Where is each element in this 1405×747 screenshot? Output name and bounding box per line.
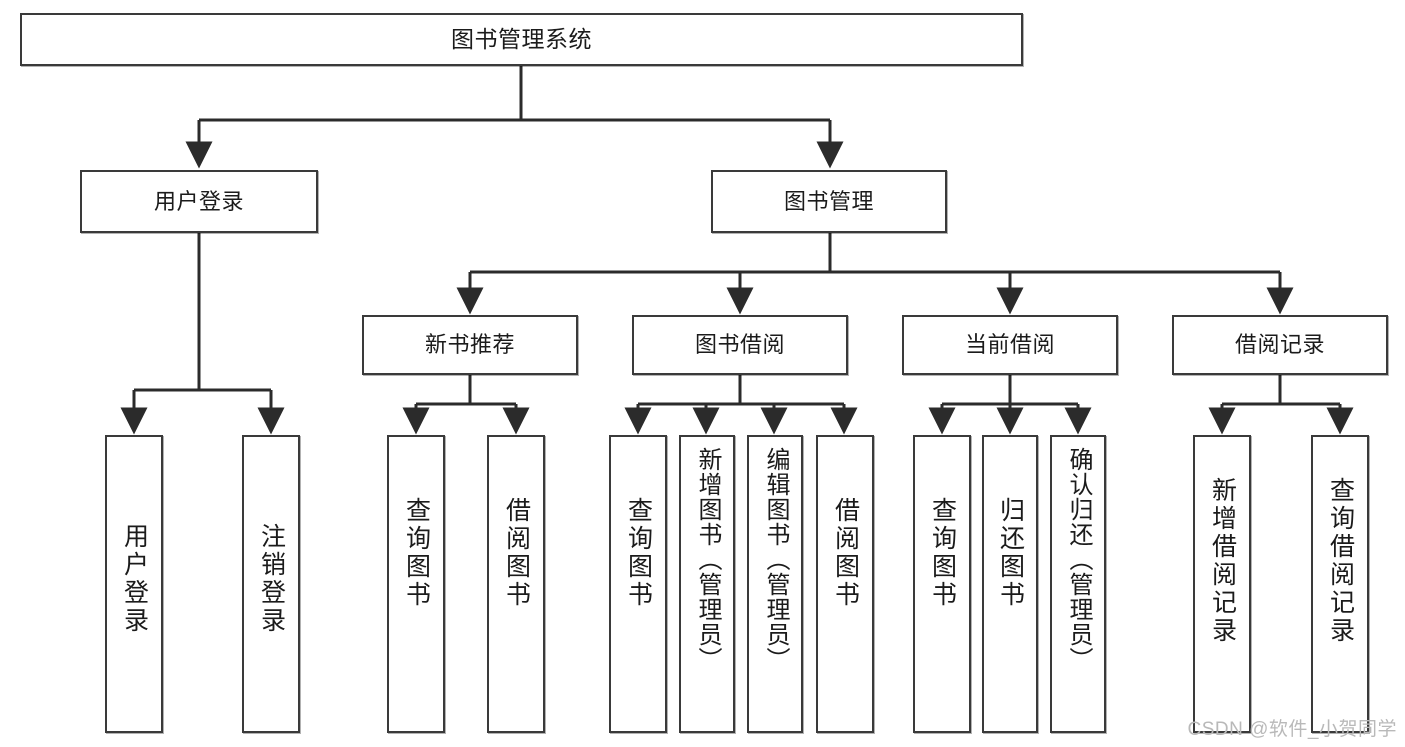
node-label: 当前借阅 [964,332,1055,358]
node-book-borrowing[interactable]: 图书借阅 [632,315,848,375]
node-borrowing-record[interactable]: 借阅记录 [1172,315,1388,375]
leaf-nbr-query-book[interactable]: 查询图书 [387,435,445,733]
leaf-bb-query-book[interactable]: 查询图书 [609,435,667,733]
node-label: 归还图书 [996,497,1025,609]
node-root-book-management-system[interactable]: 图书管理系统 [20,13,1023,66]
csdn-watermark: CSDN @软件_小贺同学 [1187,719,1397,740]
leaf-br-add-borrow-record[interactable]: 新增借阅记录 [1193,435,1251,733]
leaf-cb-confirm-return-admin[interactable]: 确认归还（管理员） [1050,435,1106,733]
node-label: 查询图书 [928,497,957,609]
leaf-cb-return-book[interactable]: 归还图书 [982,435,1038,733]
node-user-login[interactable]: 用户登录 [80,170,318,233]
node-label: 新增借阅记录 [1208,477,1237,645]
node-current-borrowing[interactable]: 当前借阅 [902,315,1118,375]
node-label: 查询借阅记录 [1326,477,1355,645]
node-book-management[interactable]: 图书管理 [711,170,947,233]
leaf-user-login[interactable]: 用户登录 [105,435,163,733]
leaf-br-query-borrow-record[interactable]: 查询借阅记录 [1311,435,1369,733]
leaf-bb-borrow-book[interactable]: 借阅图书 [816,435,874,733]
node-label: 借阅图书 [831,497,860,609]
leaf-nbr-borrow-book[interactable]: 借阅图书 [487,435,545,733]
node-label: 图书管理 [783,188,874,214]
node-label: 查询图书 [624,497,653,609]
node-label: 注销登录 [257,523,286,635]
node-label: 编辑图书（管理员） [762,447,789,672]
node-label: 新书推荐 [424,332,515,358]
node-label: 确认归还（管理员） [1065,447,1092,672]
leaf-bb-edit-book-admin[interactable]: 编辑图书（管理员） [747,435,803,733]
node-label: 图书管理系统 [451,25,592,52]
node-label: 借阅记录 [1234,332,1325,358]
node-new-book-recommendation[interactable]: 新书推荐 [362,315,578,375]
node-label: 借阅图书 [502,497,531,609]
node-label: 新增图书（管理员） [694,447,721,672]
leaf-bb-add-book-admin[interactable]: 新增图书（管理员） [679,435,735,733]
leaf-cb-query-book[interactable]: 查询图书 [913,435,971,733]
node-label: 用户登录 [120,523,149,635]
leaf-logout[interactable]: 注销登录 [242,435,300,733]
node-label: 用户登录 [153,188,244,214]
node-label: 图书借阅 [694,332,785,358]
node-label: 查询图书 [402,497,431,609]
